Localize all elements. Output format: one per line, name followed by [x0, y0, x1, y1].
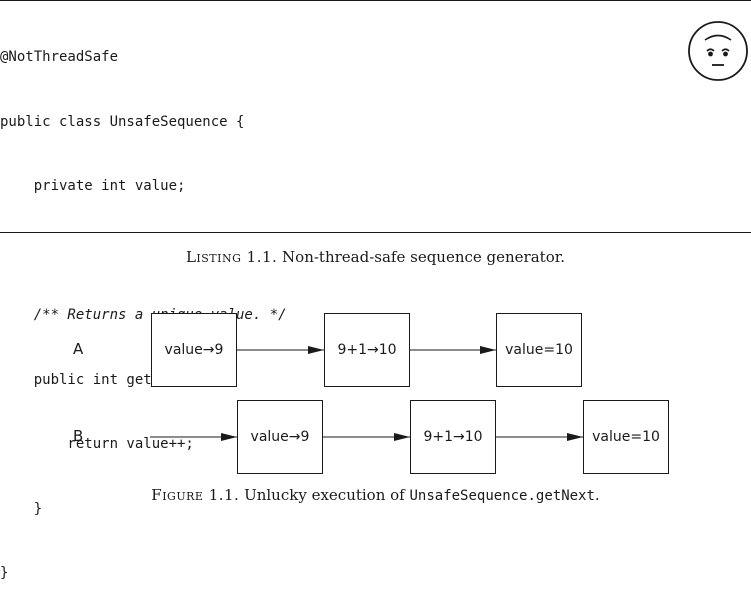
figure-caption-label: Figure 1.1.	[151, 486, 240, 504]
figure-caption-end: .	[594, 486, 600, 504]
code-line: public int getNext() {	[0, 371, 220, 388]
step-box: 9+1→10	[410, 400, 496, 474]
listing-caption-text: Non-thread-safe sequence generator.	[277, 248, 566, 266]
listing-caption-label: Listing 1.1.	[185, 248, 278, 266]
step-box: 9+1→10	[324, 313, 410, 387]
code-line: public class UnsafeSequence {	[0, 113, 245, 130]
code-comment-line: /** Returns a unique value. */	[0, 307, 287, 323]
bottom-rule	[0, 232, 751, 233]
step-box: value→9	[151, 313, 237, 387]
code-line: @NotThreadSafe	[0, 49, 119, 65]
figure-caption: Figure 1.1. Unlucky execution of UnsafeS…	[0, 486, 751, 504]
figure-caption-code: UnsafeSequence.getNext	[409, 488, 595, 504]
code-listing: @NotThreadSafe public class UnsafeSequen…	[0, 4, 287, 606]
code-line: return value++;	[0, 436, 194, 452]
top-rule	[0, 0, 751, 1]
thread-label-b: B	[73, 427, 84, 445]
code-line: }	[0, 500, 43, 517]
code-line: }	[0, 565, 9, 581]
code-line: private int value;	[0, 178, 186, 194]
step-box: value=10	[496, 313, 582, 387]
thread-label-a: A	[73, 340, 84, 358]
figure-caption-text: Unlucky execution of	[239, 486, 410, 504]
listing-caption: Listing 1.1. Non-thread-safe sequence ge…	[0, 248, 751, 266]
step-box: value→9	[237, 400, 323, 474]
step-box: value=10	[583, 400, 669, 474]
worried-face-icon	[688, 21, 748, 81]
